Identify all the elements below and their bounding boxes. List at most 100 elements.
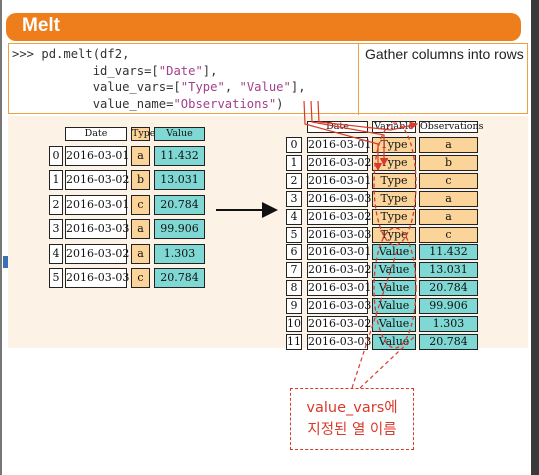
window-left-edge — [0, 0, 2, 475]
right-row-index: 10 — [286, 316, 302, 332]
left-row-index: 2 — [49, 195, 63, 215]
right-cell-observation: b — [419, 155, 478, 171]
left-cell-date: 2016-03-03 — [65, 219, 129, 239]
code-line4-end: ) — [276, 96, 284, 111]
right-cell-date: 2016-03-01 — [307, 244, 372, 260]
callout-line-2: 지정된 열 이름 — [307, 422, 397, 438]
left-cell-date: 2016-03-01 — [65, 146, 129, 166]
left-row-index: 5 — [49, 268, 63, 288]
right-cell-date: 2016-03-02 — [307, 155, 372, 171]
code-prompt: >>> — [12, 47, 42, 61]
code-call: pd.melt(df2, — [41, 47, 130, 61]
annotation-arrow-3 — [317, 100, 419, 131]
annotation-arrow-2 — [310, 100, 389, 167]
right-cell-variable: Type — [372, 173, 416, 189]
right-cell-observation: a — [419, 137, 478, 153]
right-cell-date: 2016-03-02 — [307, 209, 372, 225]
right-cell-date: 2016-03-03 — [307, 298, 372, 314]
section-header: Melt — [6, 13, 521, 41]
side-marker — [3, 256, 9, 268]
right-header-obs: Observations — [419, 121, 484, 133]
left-row-index: 3 — [49, 219, 63, 239]
right-cell-date: 2016-03-03 — [307, 334, 372, 350]
right-cell-observation: 20.784 — [419, 280, 478, 296]
code-description: Gather columns into rows — [365, 46, 524, 62]
callout-pointer-right — [359, 336, 415, 389]
left-row-index: 0 — [49, 146, 63, 166]
right-row-index: 9 — [286, 298, 302, 314]
left-cell-value: 20.784 — [154, 195, 205, 215]
right-row-index: 1 — [286, 155, 302, 171]
right-row-index: 11 — [286, 334, 302, 350]
code-value-vars-type: "Type" — [180, 80, 225, 94]
right-cell-variable: Type — [372, 137, 416, 153]
code-value-name-key: value_name= — [92, 96, 174, 111]
left-header-val: Value — [154, 127, 205, 141]
left-cell-date: 2016-03-03 — [65, 268, 129, 288]
left-cell-value: 13.031 — [154, 170, 205, 190]
code-value-vars-key: value_vars=[ — [92, 80, 181, 94]
left-cell-type: a — [131, 244, 150, 264]
code-value-vars-value: "Value" — [239, 80, 291, 94]
right-cell-date: 2016-03-01 — [307, 137, 372, 153]
type-highlight-ellipse — [373, 122, 417, 246]
right-row-index: 7 — [286, 262, 302, 278]
code-id-vars-key: id_vars=[ — [92, 63, 159, 78]
section-title: Melt — [22, 15, 60, 36]
right-cell-variable: Type — [372, 191, 416, 207]
right-cell-observation: 1.303 — [419, 316, 478, 332]
code-sep: , — [224, 80, 240, 94]
right-row-index: 3 — [286, 191, 302, 207]
left-cell-type: b — [131, 170, 150, 190]
right-cell-observation: 20.784 — [419, 334, 478, 350]
left-cell-value: 20.784 — [154, 268, 205, 288]
right-cell-date: 2016-03-01 — [307, 173, 372, 189]
right-row-index: 5 — [286, 227, 302, 243]
left-row-index: 4 — [49, 244, 63, 264]
right-cell-date: 2016-03-03 — [307, 191, 372, 207]
right-cell-observation: 11.432 — [419, 244, 478, 260]
right-cell-variable: Value — [372, 298, 416, 314]
left-cell-value: 1.303 — [154, 244, 205, 264]
right-cell-observation: a — [419, 209, 478, 225]
right-cell-observation: c — [419, 173, 478, 189]
right-row-index: 0 — [286, 137, 302, 153]
right-cell-variable: Value — [372, 262, 416, 278]
callout-box: value_vars에 지정된 열 이름 — [290, 388, 414, 450]
annotation-arrow-1 — [303, 100, 383, 172]
left-cell-type: c — [131, 195, 150, 215]
left-cell-value: 99.906 — [154, 219, 205, 239]
right-row-index: 8 — [286, 280, 302, 296]
left-cell-date: 2016-03-02 — [65, 170, 129, 190]
right-cell-variable: Value — [372, 334, 416, 350]
code-line3-end: ], — [290, 80, 306, 94]
left-cell-date: 2016-03-01 — [65, 195, 129, 215]
code-id-vars-value: "Date" — [158, 63, 203, 78]
left-cell-value: 11.432 — [154, 146, 205, 166]
left-cell-type: a — [131, 219, 150, 239]
callout-line-1: value_vars에 — [306, 400, 398, 416]
left-row-index: 1 — [49, 170, 63, 190]
right-cell-variable: Value — [372, 316, 416, 332]
window-right-edge — [531, 0, 539, 475]
code-box: >>> pd.melt(df2, id_vars=["Date"], value… — [8, 43, 528, 115]
right-row-index: 2 — [286, 173, 302, 189]
left-header-date: Date — [65, 127, 127, 141]
right-row-index: 6 — [286, 244, 302, 260]
right-cell-date: 2016-03-02 — [307, 316, 372, 332]
code-value-name-value: "Observations" — [173, 96, 277, 111]
right-cell-observation: c — [419, 227, 478, 243]
right-cell-observation: 99.906 — [419, 298, 478, 314]
left-cell-date: 2016-03-02 — [65, 244, 129, 264]
right-cell-observation: a — [419, 191, 478, 207]
callout-pointer-left — [351, 247, 399, 389]
right-cell-date: 2016-03-01 — [307, 280, 372, 296]
value-highlight-ellipse — [373, 227, 417, 349]
right-cell-date: 2016-03-03 — [307, 227, 372, 243]
right-cell-variable: Type — [372, 209, 416, 225]
left-cell-type: c — [131, 268, 150, 288]
right-row-index: 4 — [286, 209, 302, 225]
right-cell-observation: 13.031 — [419, 262, 478, 278]
code-snippet: >>> pd.melt(df2, id_vars=["Date"], value… — [12, 46, 306, 112]
